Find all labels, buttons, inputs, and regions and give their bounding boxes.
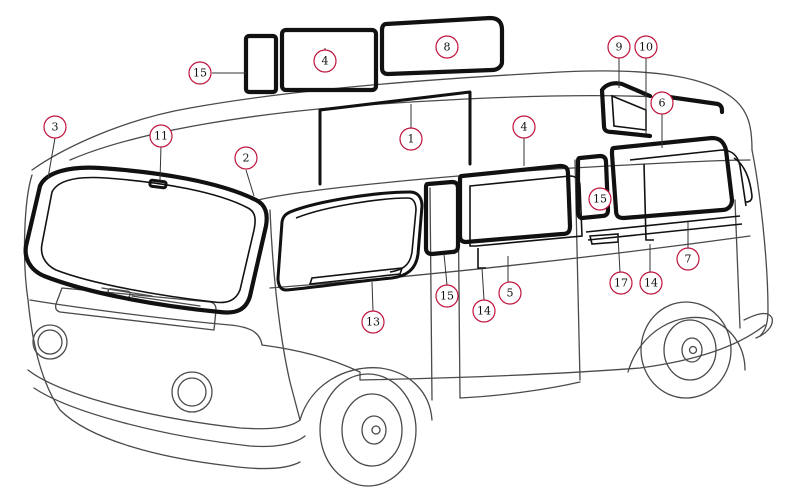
- side-trim-strip-upper: [585, 215, 741, 233]
- leader-14a: [481, 267, 485, 301]
- svg-text:11: 11: [154, 130, 168, 143]
- front-door-glass-frame: [295, 197, 417, 273]
- leader-17: [617, 235, 621, 273]
- callout-6: 6: [650, 91, 674, 115]
- callout-7: 7: [676, 247, 700, 271]
- svg-text:9: 9: [616, 41, 623, 54]
- svg-text:17: 17: [614, 277, 628, 290]
- leader-lines: [47, 48, 689, 312]
- seal-parts: [23, 15, 753, 315]
- svg-text:3: 3: [52, 121, 59, 134]
- rear-corner-window: [733, 157, 753, 203]
- windshield-trim-clip: [148, 178, 168, 190]
- loose-roof-window-small: [243, 33, 279, 95]
- svg-text:5: 5: [507, 287, 514, 300]
- bumper-top: [27, 369, 301, 430]
- svg-text:15: 15: [193, 67, 207, 80]
- sliding-window-latch-left: [477, 248, 486, 269]
- rear-quarter-small-window-seal: [575, 153, 611, 221]
- svg-text:14: 14: [477, 305, 491, 318]
- rear-side-window-frame: [629, 149, 747, 207]
- svg-text:13: 13: [366, 316, 380, 329]
- sliding-door-window-seal: [457, 163, 573, 245]
- leader-13: [371, 281, 374, 312]
- callout-2: 2: [234, 146, 258, 170]
- leader-15b: [443, 253, 448, 286]
- front-door-outline: [269, 209, 301, 421]
- svg-text:2: 2: [243, 152, 250, 165]
- rear-roof-strip: [659, 93, 725, 115]
- roof-outline: [31, 70, 753, 171]
- callout-15-rear: 15: [588, 187, 612, 211]
- rear-bumper: [743, 312, 773, 339]
- callout-10: 10: [634, 35, 658, 59]
- sliding-door-bottom: [459, 381, 581, 399]
- rear-upper-window-seal: [599, 81, 653, 139]
- rear-upper-window-inner: [611, 94, 647, 131]
- callout-14-side: 14: [472, 299, 496, 323]
- callouts: 3 11 2 15 4 8 1 4 9 10 6 15 17 14 7 5 14…: [43, 35, 700, 334]
- callout-17: 17: [609, 271, 633, 295]
- callout-15-roof: 15: [188, 61, 212, 85]
- loose-roof-window-large: [379, 15, 505, 77]
- callout-5: 5: [498, 281, 522, 305]
- svg-text:6: 6: [659, 97, 666, 110]
- callout-1: 1: [399, 127, 423, 151]
- svg-text:8: 8: [444, 41, 451, 54]
- front-wheel: [299, 367, 433, 487]
- windshield-inner: [40, 176, 256, 304]
- right-headlight-inner: [177, 377, 207, 407]
- rear-corner: [751, 149, 769, 337]
- callout-8: 8: [435, 35, 459, 59]
- svg-text:15: 15: [440, 290, 454, 303]
- loose-roof-window-mid: [279, 27, 379, 93]
- front-door-window-seal: [276, 190, 424, 292]
- b-pillar-window-seal: [423, 179, 461, 257]
- rear-quarter-seam: [734, 199, 741, 329]
- bumper-bottom: [33, 387, 306, 448]
- callout-11: 11: [149, 124, 173, 148]
- leader-2: [245, 169, 255, 197]
- right-headlight: [171, 371, 213, 413]
- rear-wheel: [627, 301, 746, 399]
- windshield-seal: [23, 165, 269, 315]
- callout-4-side: 4: [512, 115, 536, 139]
- left-headlight: [32, 324, 68, 360]
- svg-text:4: 4: [521, 121, 528, 134]
- leader-11: [159, 145, 162, 181]
- front-vent: [54, 287, 217, 331]
- side-body-top: [257, 159, 751, 201]
- callout-9: 9: [607, 35, 631, 59]
- front-door-vent-strip: [308, 267, 404, 285]
- callout-15-side: 15: [435, 284, 459, 308]
- front-lower: [29, 299, 263, 346]
- front-face: [23, 174, 301, 470]
- side-trim-strip-lower: [587, 223, 743, 241]
- side-belt-line: [269, 235, 751, 289]
- front-door-rear-edge: [429, 187, 433, 401]
- callout-14-rear: 14: [639, 271, 663, 295]
- svg-text:7: 7: [685, 253, 692, 266]
- svg-text:14: 14: [644, 277, 658, 290]
- svg-text:1: 1: [408, 133, 415, 146]
- sliding-door-rear: [574, 159, 581, 381]
- left-headlight-inner: [37, 329, 63, 355]
- roof-side-seal: [318, 90, 472, 186]
- leader-3: [47, 137, 56, 179]
- rear-window-latch: [643, 163, 654, 241]
- svg-text:10: 10: [639, 41, 653, 54]
- wiper-right: [131, 295, 201, 307]
- side-body-bottom: [261, 324, 766, 381]
- svg-text:4: 4: [322, 55, 329, 68]
- callout-3: 3: [43, 115, 67, 139]
- callout-13: 13: [361, 310, 385, 334]
- rear-side-window-seal: [609, 135, 735, 221]
- svg-text:15: 15: [593, 193, 607, 206]
- callout-4-roof: 4: [313, 49, 337, 73]
